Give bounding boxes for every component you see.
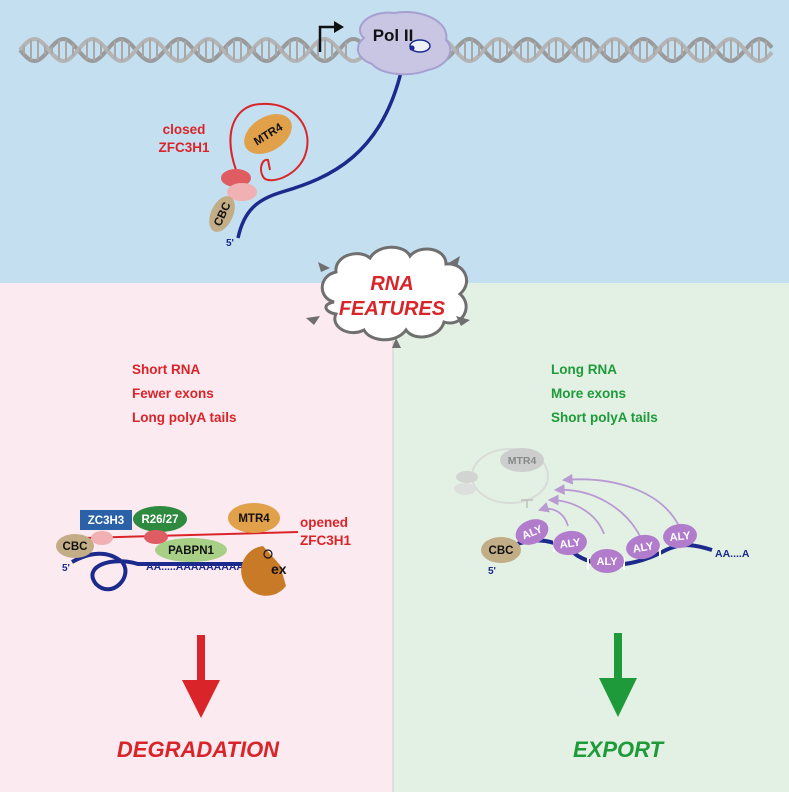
aly-protein bbox=[553, 530, 587, 556]
features-line2: FEATURES bbox=[339, 298, 446, 320]
pol-ii-complex: Pol II bbox=[356, 11, 452, 76]
left-trait-2: Fewer exons bbox=[132, 386, 214, 401]
export-arrow bbox=[599, 633, 637, 717]
right-trait-1: Long RNA bbox=[551, 362, 617, 377]
degradation-arrow bbox=[182, 635, 220, 718]
zfc3h1-dot-left bbox=[144, 530, 168, 544]
cbc-right bbox=[481, 537, 521, 563]
polya-right: AA....A bbox=[715, 548, 750, 560]
aly-label: ALY bbox=[597, 556, 619, 568]
closed-label-line1: closed bbox=[163, 122, 206, 137]
zc3h3-label: ZC3H3 bbox=[88, 515, 124, 527]
left-trait-3: Long polyA tails bbox=[132, 410, 237, 425]
features-line1: RNA bbox=[370, 273, 413, 295]
mtr4-left bbox=[228, 503, 280, 533]
zfc3h1-opened-line bbox=[83, 531, 299, 539]
mtr4-faded bbox=[500, 448, 544, 472]
aly-label: ALY bbox=[669, 530, 692, 544]
five-prime-right: 5' bbox=[488, 566, 496, 577]
opened-label-line1: opened bbox=[300, 515, 348, 530]
aly-protein bbox=[626, 534, 660, 560]
opened-label-line2: ZFC3H1 bbox=[300, 533, 351, 548]
pol-ii-label: Pol II bbox=[373, 26, 414, 45]
nascent-rna-strand bbox=[236, 67, 404, 239]
pabpn1-label: PABPN1 bbox=[168, 545, 214, 557]
right-panel-background bbox=[393, 283, 789, 792]
pabpn1-oval bbox=[155, 538, 227, 562]
aly-label: ALY bbox=[632, 540, 655, 556]
cbc-right-label: CBC bbox=[489, 545, 514, 557]
aly-remodeling-arrows bbox=[537, 473, 681, 541]
right-trait-2: More exons bbox=[551, 386, 626, 401]
r2627-label: R26/27 bbox=[141, 514, 178, 526]
degradation-label: DEGRADATION bbox=[117, 737, 280, 762]
left-rna-strand bbox=[71, 551, 262, 592]
cbc-left-label: CBC bbox=[63, 541, 88, 553]
r2627-oval bbox=[133, 506, 187, 532]
closed-zfc3h1-group: closed ZFC3H1 MTR4 CBC 5' bbox=[158, 102, 309, 249]
degradation-complex: CBC 5' ZC3H3 R26/27 PABPN1 MTR4 AA.....A… bbox=[56, 503, 351, 596]
left-trait-1: Short RNA bbox=[132, 362, 200, 377]
right-trait-3: Short polyA tails bbox=[551, 410, 658, 425]
polya-left: AA.....AAAAAAAAA bbox=[146, 561, 244, 573]
mtr4-faded-label: MTR4 bbox=[508, 455, 537, 467]
closed-label-line2: ZFC3H1 bbox=[158, 140, 209, 155]
rna-features-cloud: RNA FEATURES bbox=[306, 245, 470, 348]
faded-mtr4-complex: MTR4 bbox=[454, 448, 549, 508]
five-prime-left: 5' bbox=[62, 563, 70, 574]
exosome-pacman bbox=[241, 546, 286, 596]
aly-protein bbox=[515, 519, 549, 545]
aly-label: ALY bbox=[559, 536, 582, 551]
adaptor-pink-left bbox=[91, 531, 113, 545]
aly-protein bbox=[590, 549, 624, 573]
mtr4-top bbox=[244, 114, 292, 154]
transcription-start-arrow bbox=[318, 21, 344, 52]
exosome-label: ex bbox=[271, 561, 287, 577]
aly-protein bbox=[663, 523, 697, 549]
adaptor-pink-top bbox=[227, 183, 257, 201]
five-prime-top: 5' bbox=[226, 238, 234, 249]
cbc-top bbox=[209, 196, 235, 232]
export-label: EXPORT bbox=[573, 737, 665, 762]
zc3h3-box bbox=[80, 510, 132, 530]
mtr4-left-label: MTR4 bbox=[238, 513, 270, 525]
zfc3h1-loop bbox=[229, 102, 309, 182]
cbc-left bbox=[56, 534, 94, 558]
zfc3h1-dot-top bbox=[221, 169, 251, 187]
